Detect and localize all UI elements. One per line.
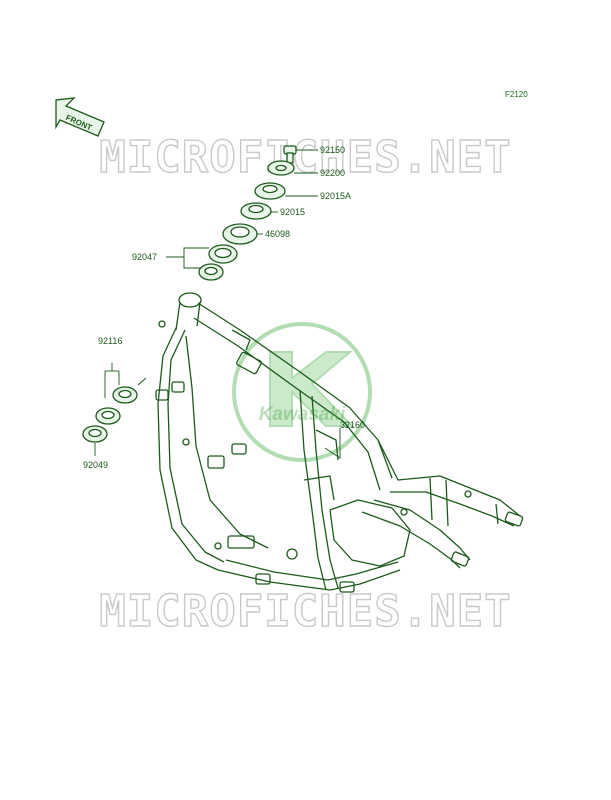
leader-lines	[94, 149, 341, 459]
part-label-92150[interactable]: 92150	[320, 145, 346, 155]
watermark-bottom: MICROFICHES.NET	[99, 585, 512, 637]
front-arrow-icon	[55, 97, 105, 137]
part-label-46098[interactable]: 46098	[265, 229, 291, 239]
part-label-92116[interactable]: 92116	[98, 336, 123, 346]
part-92047-bearing-lower	[198, 263, 224, 281]
part-92015a-nut	[254, 182, 286, 200]
reference-code: F2120	[505, 90, 528, 99]
part-label-32160[interactable]: 32160	[340, 420, 366, 430]
kawasaki-logo-text: Kawasaki	[258, 404, 346, 425]
part-92015-nut	[240, 202, 272, 220]
part-92150-bolt	[283, 145, 297, 164]
part-46098-seal	[222, 223, 258, 245]
part-label-92015a[interactable]: 92015A	[320, 191, 352, 201]
watermark-top: MICROFICHES.NET	[99, 131, 512, 183]
part-92200-washer	[267, 160, 295, 176]
kawasaki-logo	[232, 322, 372, 462]
part-label-92049[interactable]: 92049	[83, 460, 109, 470]
part-92116-bushing-2	[95, 407, 121, 425]
part-92047-bearing-upper	[208, 244, 238, 264]
part-label-92047[interactable]: 92047	[132, 252, 158, 262]
part-92116-bushing	[112, 386, 138, 404]
part-32160-frame	[155, 292, 524, 593]
part-92049-seal	[82, 425, 108, 443]
bushing-axis-line	[137, 377, 147, 386]
part-label-92015[interactable]: 92015	[280, 207, 306, 217]
part-label-92200[interactable]: 92200	[320, 168, 346, 178]
